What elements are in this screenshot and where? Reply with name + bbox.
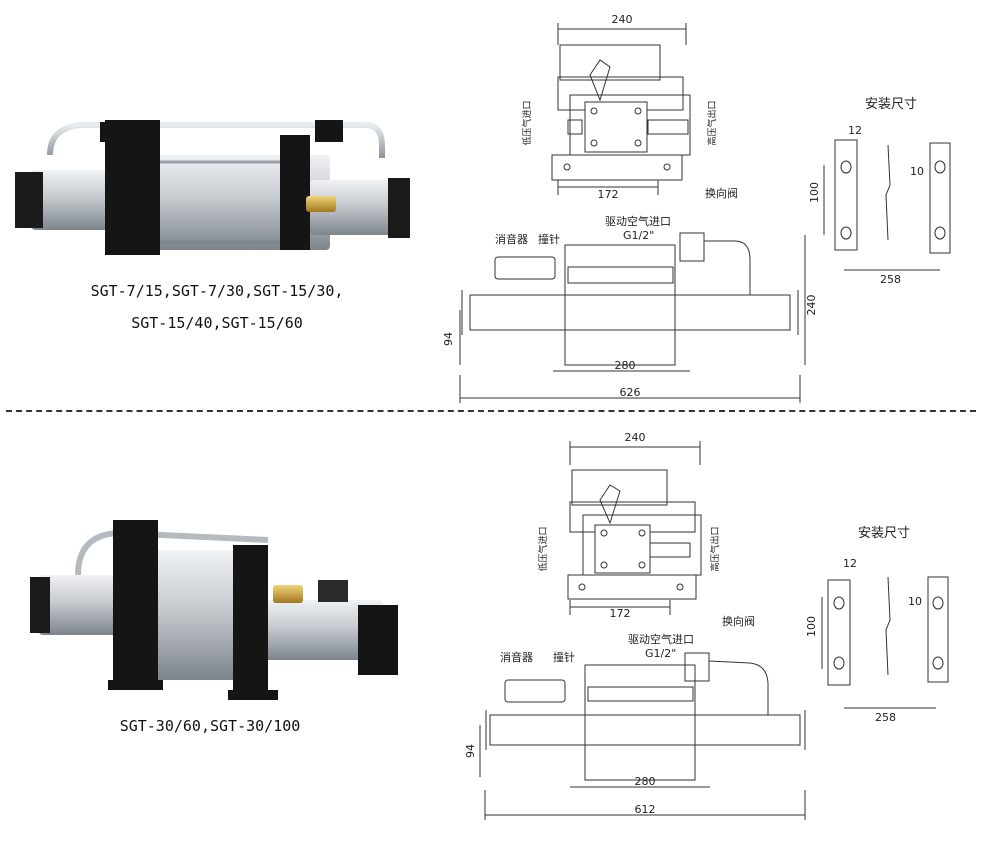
install-spacing: 100 (808, 182, 821, 203)
label-drive-air-inlet: 驱动空气进口 (628, 632, 694, 646)
dim-top-base: 172 (598, 188, 619, 201)
label-low-pressure-inlet: 低压气进口 (521, 100, 533, 145)
dim-top-width: 240 (612, 13, 633, 26)
label-drive-air-inlet: 驱动空气进口 (605, 214, 671, 228)
install-offset: 10 (908, 595, 922, 608)
dim-side-height: 240 (805, 295, 818, 316)
label-muffler: 消音器 (495, 232, 528, 246)
label-striker: 撞针 (538, 232, 560, 246)
install-offset: 10 (910, 165, 924, 178)
section-divider (6, 410, 976, 412)
pump-photo-bottom (30, 520, 398, 700)
caption-top-line2: SGT-15/40,SGT-15/60 (131, 314, 303, 332)
dim-side-base: 280 (635, 775, 656, 788)
label-low-pressure-inlet: 低压气进口 (537, 526, 549, 571)
label-striker: 撞针 (553, 650, 575, 664)
dim-side-total: 612 (635, 803, 656, 816)
dim-top-width: 240 (625, 431, 646, 444)
install-title: 安装尺寸 (858, 526, 910, 541)
install-title: 安装尺寸 (865, 97, 917, 112)
pump-photo-top (15, 120, 410, 255)
label-thread: G1/2" (645, 647, 676, 660)
label-high-pressure-outlet: 高压气出口 (709, 526, 721, 571)
label-muffler: 消音器 (500, 650, 533, 664)
caption-top-line1: SGT-7/15,SGT-7/30,SGT-15/30, (90, 282, 344, 300)
label-reversing-valve: 换向阀 (705, 186, 738, 200)
drawing-top: 240 172 626 280 240 94 低压气进口 高压气出口 消音器 撞… (442, 13, 951, 403)
label-reversing-valve: 换向阀 (722, 614, 755, 628)
install-hole: 12 (843, 557, 857, 570)
dim-side-base: 280 (615, 359, 636, 372)
label-thread: G1/2" (623, 229, 654, 242)
dim-top-base: 172 (610, 607, 631, 620)
install-hole: 12 (848, 124, 862, 137)
dim-side-total: 626 (620, 386, 641, 399)
caption-bottom-line1: SGT-30/60,SGT-30/100 (119, 717, 301, 735)
install-span: 258 (875, 711, 896, 724)
label-high-pressure-outlet: 高压气出口 (706, 100, 718, 145)
dim-side-axis: 94 (464, 744, 477, 758)
install-span: 258 (880, 273, 901, 286)
dim-side-axis: 94 (442, 332, 455, 346)
drawing-bottom: 240 172 612 280 94 低压气进口 高压气出口 消音器 撞针 驱动… (464, 431, 949, 820)
install-spacing: 100 (805, 616, 818, 637)
